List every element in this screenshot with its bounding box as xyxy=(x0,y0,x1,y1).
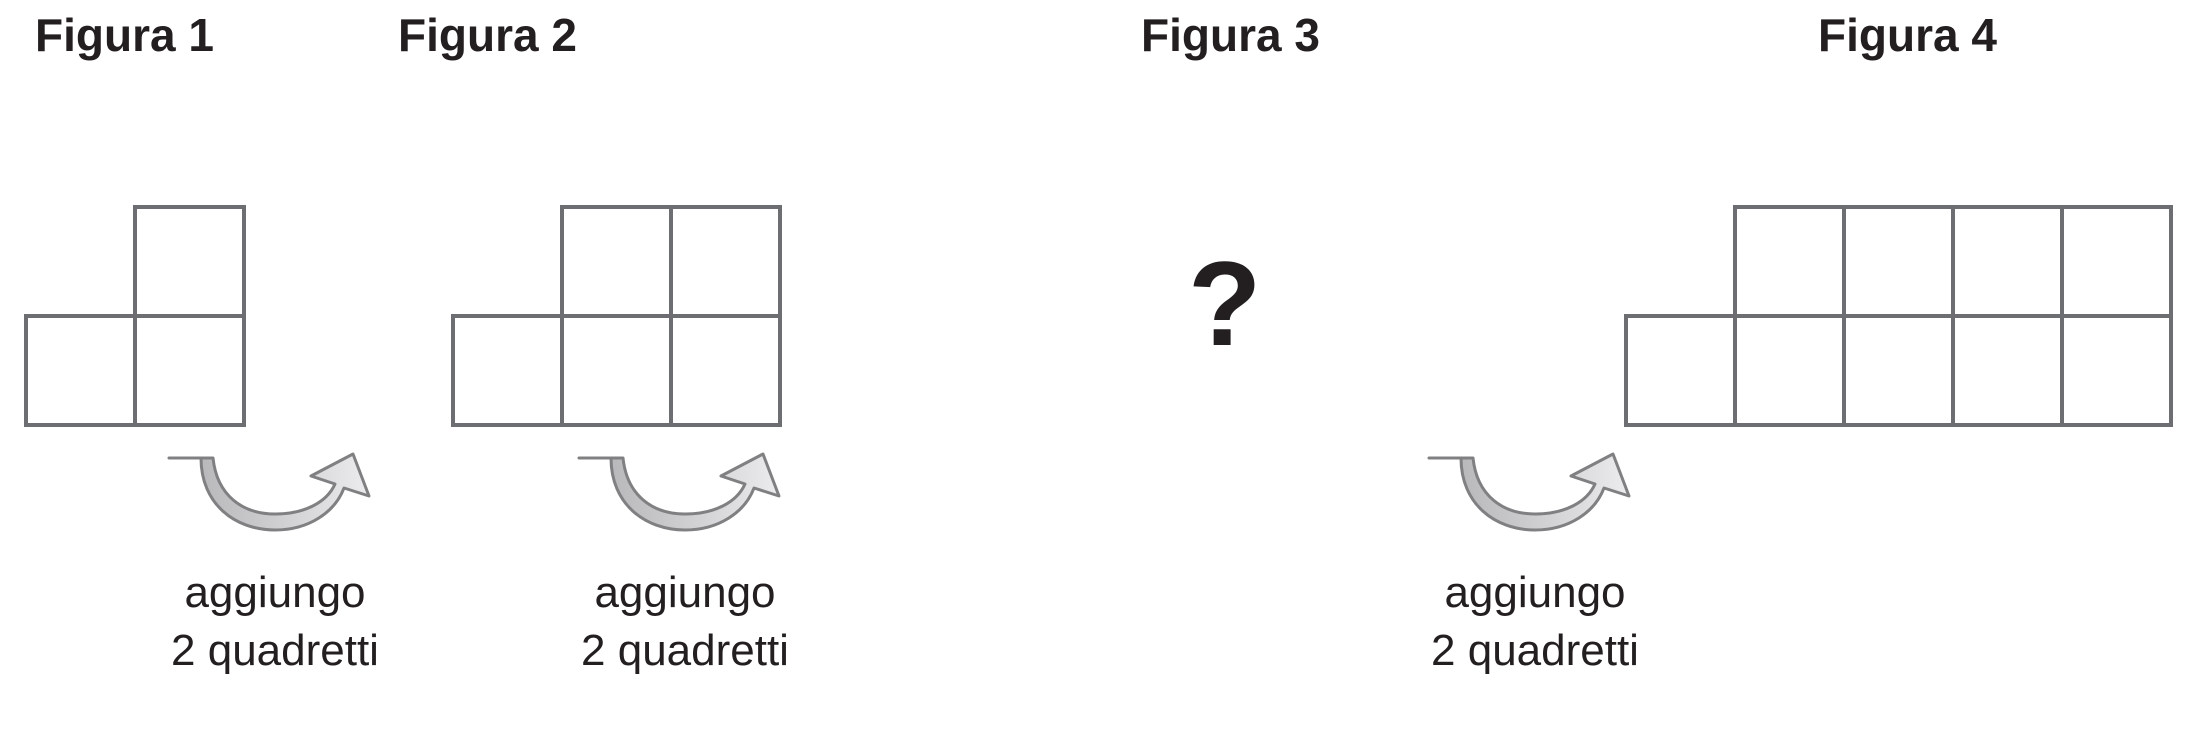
figure-3-question-mark: ? xyxy=(1188,237,1262,371)
figure-label-4: Figura 4 xyxy=(1818,9,1997,61)
curved-u-arrow-icon xyxy=(167,452,371,532)
curved-u-arrow-icon xyxy=(577,452,781,532)
figure-label-1: Figura 1 xyxy=(35,9,214,61)
grid-cell xyxy=(669,205,782,318)
grid-cell xyxy=(1951,314,2064,427)
grid-cell xyxy=(2060,314,2173,427)
caption-line-2: 2 quadretti xyxy=(581,626,789,676)
grid-cell xyxy=(560,205,673,318)
caption-line-2: 2 quadretti xyxy=(171,626,379,676)
figure-4-grid xyxy=(1624,205,2173,427)
figure-label-3: Figura 3 xyxy=(1141,9,1320,61)
figure-2-grid xyxy=(451,205,782,427)
caption-line-1: aggiungo xyxy=(594,568,776,617)
step-figure3-to-figure4: aggiungo 2 quadretti xyxy=(1380,452,1690,680)
grid-cell xyxy=(133,314,246,427)
grid-cell xyxy=(451,314,564,427)
grid-cell xyxy=(24,314,137,427)
arrow-path xyxy=(577,452,781,532)
step-figure2-to-figure3: aggiungo 2 quadretti xyxy=(530,452,840,680)
caption-line-2: 2 quadretti xyxy=(1431,626,1639,676)
step-caption: aggiungo 2 quadretti xyxy=(1380,564,1690,680)
grid-cell xyxy=(669,314,782,427)
figure-2-shape xyxy=(443,195,803,450)
grid-cell xyxy=(1733,314,1846,427)
step-caption: aggiungo 2 quadretti xyxy=(530,564,840,680)
arrow-path xyxy=(1427,452,1631,532)
figure-1-shape xyxy=(16,195,266,450)
grid-cell xyxy=(1951,205,2064,318)
figure-1-grid xyxy=(24,205,246,427)
grid-cell xyxy=(560,314,673,427)
curved-u-arrow-icon xyxy=(1427,452,1631,532)
arrow-path xyxy=(167,452,371,532)
caption-line-1: aggiungo xyxy=(1444,568,1626,617)
grid-cell xyxy=(1842,314,1955,427)
figure-4-shape xyxy=(1616,195,2191,450)
step-caption: aggiungo 2 quadretti xyxy=(120,564,430,680)
grid-cell xyxy=(1842,205,1955,318)
grid-cell xyxy=(1624,314,1737,427)
step-figure1-to-figure2: aggiungo 2 quadretti xyxy=(120,452,430,680)
grid-cell xyxy=(133,205,246,318)
caption-line-1: aggiungo xyxy=(184,568,366,617)
figure-label-2: Figura 2 xyxy=(398,9,577,61)
grid-cell xyxy=(1733,205,1846,318)
grid-cell xyxy=(2060,205,2173,318)
